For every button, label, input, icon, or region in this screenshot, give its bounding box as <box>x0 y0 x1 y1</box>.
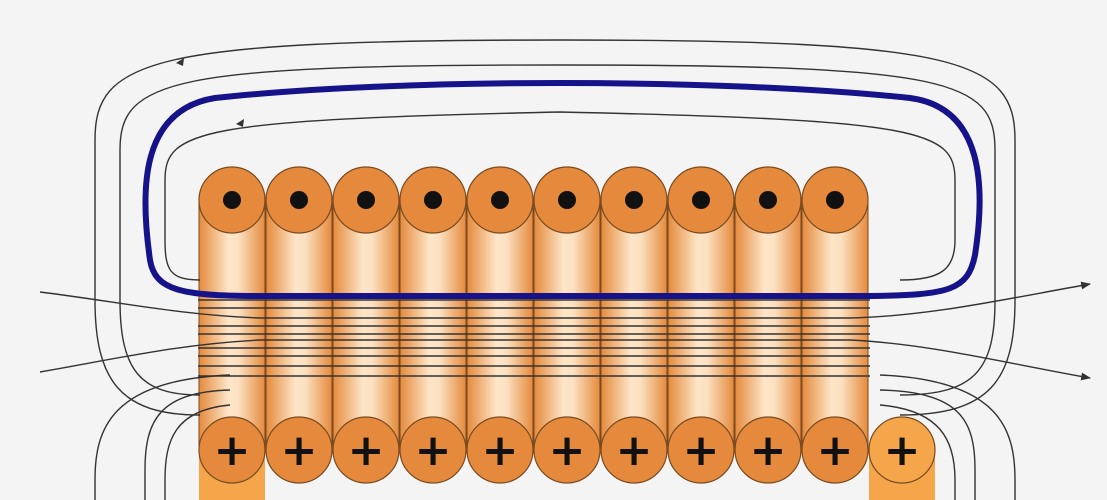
wire-end-bottom <box>332 416 400 484</box>
coil-wire-bodies <box>198 199 935 500</box>
field-line-lower-6 <box>879 404 956 500</box>
current-into-page-plus-icon: + <box>482 425 519 476</box>
field-line-lower-2 <box>94 374 231 500</box>
wire-segment <box>265 199 333 451</box>
wire-segment <box>667 199 735 451</box>
current-into-page-plus-icon: + <box>214 425 251 476</box>
core-field-lines <box>198 299 870 377</box>
wire-segment <box>801 199 869 451</box>
field-arrow-inner <box>236 119 244 127</box>
wire-segment <box>600 199 668 451</box>
current-out-of-page-dot-icon <box>357 191 375 209</box>
current-out-of-page-dot-icon <box>625 191 643 209</box>
current-out-of-page-dot-icon <box>759 191 777 209</box>
current-into-page-plus-icon: + <box>281 425 318 476</box>
current-into-page-plus-icon: + <box>415 425 452 476</box>
current-out-of-page-dot-icon <box>558 191 576 209</box>
current-into-page-plus-icon: + <box>549 425 586 476</box>
field-line-lower-3 <box>879 389 976 500</box>
field-line-outer-1 <box>94 39 1016 416</box>
wire-end-bottom <box>399 416 467 484</box>
field-line-lower-5 <box>164 404 231 500</box>
wire-segment <box>466 199 534 451</box>
wire-end-bottom <box>533 416 601 484</box>
wire-segment <box>399 199 467 451</box>
field-line-open-top <box>39 281 1091 319</box>
current-into-page-plus-icon: + <box>683 425 720 476</box>
current-out-of-page-dot-icon <box>290 191 308 209</box>
current-out-of-page-dot-icon <box>692 191 710 209</box>
current-into-page-plus-icon: + <box>884 425 921 476</box>
wire-segment <box>198 199 266 451</box>
bottom-wire-ends: + + + + + + + + + + + <box>198 416 936 484</box>
current-into-page-plus-icon: + <box>817 425 854 476</box>
wire-end-bottom <box>801 416 869 484</box>
wire-end-bottom <box>198 416 266 484</box>
wire-segment <box>332 199 400 451</box>
field-arrow-outer <box>176 58 184 66</box>
current-out-of-page-dot-icon <box>424 191 442 209</box>
wire-segment <box>533 199 601 451</box>
current-out-of-page-dot-icon <box>223 191 241 209</box>
wire-end-bottom <box>600 416 668 484</box>
highlighted-field-loop <box>142 80 983 299</box>
current-into-page-plus-icon: + <box>348 425 385 476</box>
top-wire-ends <box>198 166 869 234</box>
field-line-lower-1 <box>144 389 231 500</box>
wire-end-bottom-extra <box>868 416 936 484</box>
wire-end-bottom <box>265 416 333 484</box>
wire-end-bottom <box>667 416 735 484</box>
wire-end-bottom <box>466 416 534 484</box>
current-out-of-page-dot-icon <box>491 191 509 209</box>
current-into-page-plus-icon: + <box>616 425 653 476</box>
magnetic-field-lines <box>39 39 1091 500</box>
current-out-of-page-dot-icon <box>826 191 844 209</box>
wire-segment <box>734 199 802 451</box>
field-line-inner-1 <box>164 111 956 281</box>
field-line-open-bottom <box>39 339 1091 381</box>
current-into-page-plus-icon: + <box>750 425 787 476</box>
field-line-lower-4 <box>879 374 1016 500</box>
wire-end-bottom <box>734 416 802 484</box>
